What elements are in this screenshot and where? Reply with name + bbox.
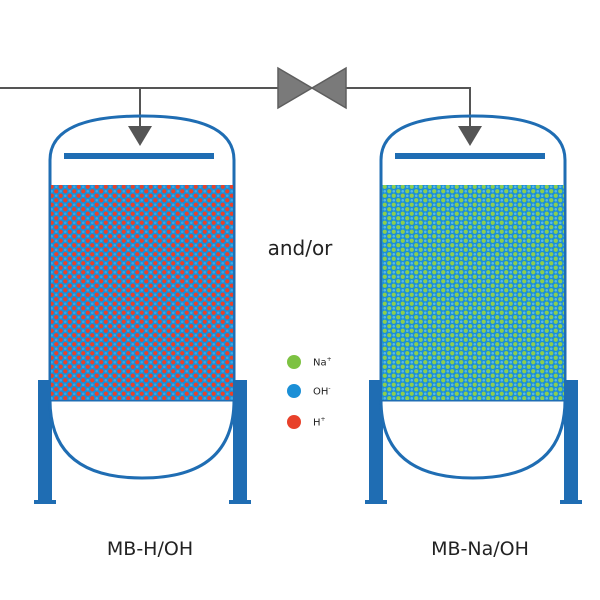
tank2-resin-bed [382,185,564,400]
tank-mb-h-oh [34,114,251,504]
connector-text: and/or [267,236,333,260]
tank1-shell [48,114,236,400]
tank1-inlet-arrow-icon [128,126,152,146]
tank2-distributor-plate [395,153,545,159]
oh-ion-icon [287,384,301,398]
tank1-distributor-plate [64,153,214,159]
tank2-shell [379,114,567,400]
tank-mb-na-oh [365,114,582,504]
tank1-bottom-head [48,398,236,480]
legend-label-h: H [313,417,321,429]
valve-icon[interactable] [277,66,347,110]
tank2-leg-left [369,380,383,504]
tank2-inlet-arrow-icon [458,126,482,146]
tank2-bottom-head [379,398,567,480]
tank1-label: MB-H/OH [106,538,194,560]
tank2-leg-right [564,380,578,504]
tank1-resin-bed [51,185,233,400]
legend-label-na: Na [313,357,327,369]
h-ion-icon [287,415,301,429]
tank2-label: MB-Na/OH [431,538,529,560]
na-ion-icon [287,355,301,369]
legend-charge-oh: - [328,385,331,392]
tank1-leg-right [233,380,247,504]
legend-charge-na: + [326,356,332,363]
legend-charge-h: + [320,416,326,423]
tank1-leg-left [38,380,52,504]
legend-label-oh: OH [313,386,329,398]
inlet-piping [0,87,471,126]
